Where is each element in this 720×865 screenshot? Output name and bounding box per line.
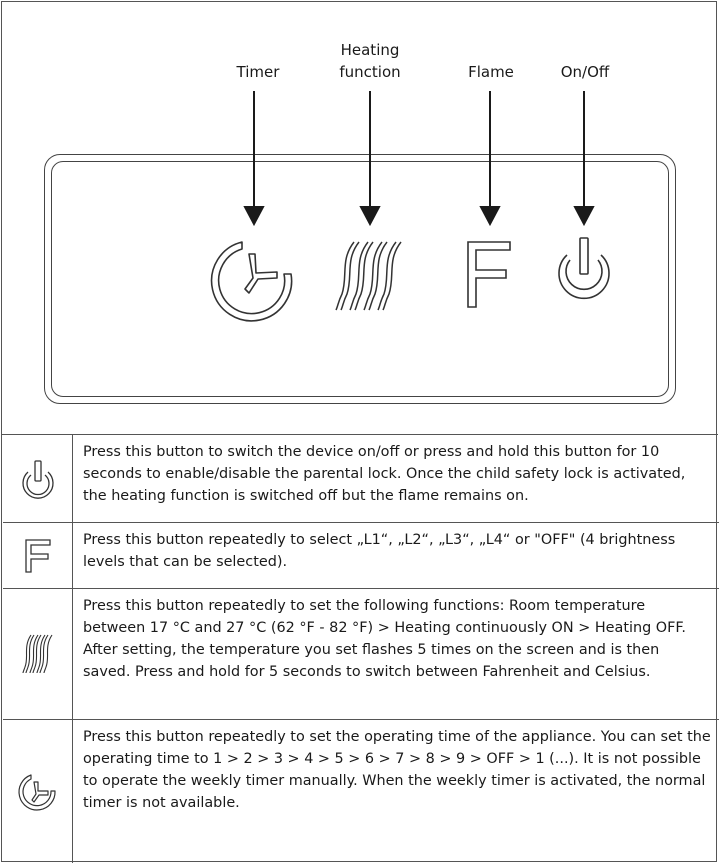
timer-icon (210, 241, 293, 322)
label-onoff: On/Off (560, 63, 610, 81)
arrow-flame-head (479, 206, 501, 227)
timer-icon (17, 773, 56, 810)
power-icon (21, 459, 54, 499)
table-row-heating: Press this button repeatedly to set the … (3, 589, 719, 720)
onoff-button[interactable] (558, 237, 610, 300)
table-row-timer: Press this button repeatedly to set the … (3, 720, 719, 863)
label-heating-line2: function (339, 63, 401, 81)
table-row-flame: Press this button repeatedly to select „… (3, 523, 719, 589)
heating-button[interactable] (335, 241, 402, 311)
heating-waves-icon (21, 634, 52, 674)
row-icon-cell (3, 435, 73, 522)
heating-waves-icon (335, 241, 402, 311)
arrow-onoff-head (573, 206, 595, 227)
table-row-onoff: Press this button to switch the device o… (3, 435, 719, 523)
flame-f-icon (467, 241, 511, 308)
flame-button[interactable] (467, 241, 511, 308)
row-description: Press this button to switch the device o… (83, 444, 686, 504)
label-heating-line1: Heating (340, 41, 400, 59)
row-icon-cell (3, 523, 73, 588)
row-description: Press this button repeatedly to set the … (83, 598, 686, 680)
panel-graphics (210, 91, 610, 322)
panel-outer-border (44, 154, 676, 404)
label-timer: Timer (236, 63, 280, 81)
flame-f-icon (24, 538, 51, 573)
label-flame: Flame (468, 63, 514, 81)
row-description: Press this button repeatedly to select „… (83, 532, 676, 570)
power-icon (558, 237, 610, 300)
control-panel-diagram: Timer Heating function Flame On/Off (2, 2, 718, 435)
row-description: Press this button repeatedly to set the … (83, 729, 711, 811)
timer-button[interactable] (210, 241, 293, 322)
arrow-heating-head (359, 206, 381, 227)
panel-inner-border (51, 161, 669, 397)
arrow-timer-head (243, 206, 265, 227)
row-icon-cell (3, 720, 73, 863)
row-icon-cell (3, 589, 73, 719)
